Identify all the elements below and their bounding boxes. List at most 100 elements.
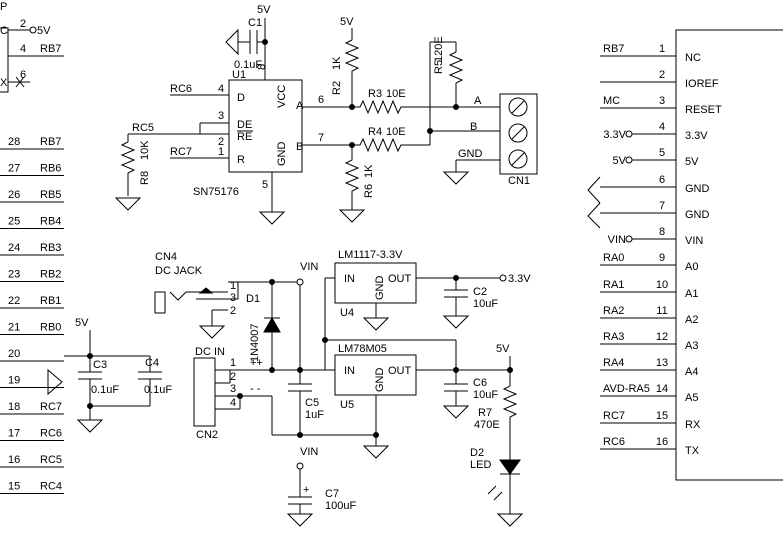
header-pin-net: 5V: [613, 155, 627, 167]
cn2-mark: - -: [250, 383, 261, 395]
ground-symbol: [199, 325, 225, 339]
header-pin-net: RA2: [603, 305, 624, 317]
net-port-circle: [625, 156, 633, 164]
header-pin-num: 4: [659, 121, 665, 133]
u1-pin-num: 7: [318, 132, 324, 144]
ground-symbol: [443, 171, 469, 185]
net-5v-label: 5V: [340, 16, 354, 28]
header-pin-name: 5V: [685, 156, 699, 168]
ground-symbol: [77, 419, 103, 433]
u4-part: LM1117-3.3V: [338, 249, 403, 261]
c7-ref: C7: [325, 488, 339, 500]
cn4-pin: 3: [230, 292, 236, 304]
r3-value: 10E: [386, 88, 406, 100]
u1-ref: U1: [232, 69, 246, 81]
mcu-pin-num: 18: [8, 401, 20, 413]
cn2-pin: 3: [230, 383, 236, 395]
c5-value: 1uF: [305, 409, 324, 421]
c7-value: 100uF: [325, 500, 356, 512]
mcu-pin-num: 22: [8, 295, 20, 307]
header-pin-name: RESET: [685, 104, 722, 116]
u1-pin-vcc: VCC: [276, 85, 288, 108]
mcu-pin-num: 2: [20, 18, 26, 30]
ground-symbol: [497, 513, 523, 527]
mcu-pin-num: 20: [8, 348, 20, 360]
header-pin-rows: 1NCRB72IOREF3RESETMC43.3V3.3V55V5V6GND7G…: [600, 43, 722, 457]
rs485-section: 5V C1 0.1uF 8 U1 SN75176 D DE RE R VCC G…: [115, 4, 538, 225]
header-pin-num: 14: [656, 383, 668, 395]
mcu-pin-net: RB1: [40, 295, 61, 307]
net-vin-label: VIN: [300, 261, 318, 273]
mcu-pin-net: RB7: [40, 43, 61, 55]
header-pin-net: RA0: [603, 252, 624, 264]
header-pin-net: RC7: [603, 410, 625, 422]
cn4-pin: 1: [230, 280, 236, 292]
mcu-pin-net: RC5: [40, 454, 62, 466]
c5-ref: C5: [305, 397, 319, 409]
net-5v-label: 5V: [257, 4, 271, 16]
header-pin-net: RA4: [603, 357, 624, 369]
c4-ref: C4: [145, 357, 159, 369]
u1-part: SN75176: [193, 186, 239, 198]
cn1-label-gnd: GND: [458, 148, 483, 160]
header-pin-name: A4: [685, 366, 698, 378]
c7-polarity: +: [303, 484, 309, 496]
header-pin-num: 15: [656, 410, 668, 422]
header-pin-num: 10: [656, 279, 668, 291]
r3-ref: R3: [368, 88, 382, 100]
u1-pin-num: 8: [256, 64, 268, 70]
mcu-pin-num: 4: [20, 43, 26, 55]
mcu-pin-num: 26: [8, 189, 20, 201]
mcu-pin-net: C: [0, 25, 8, 37]
header-pin-num: 2: [659, 69, 665, 81]
cn2-pin: 2: [230, 371, 236, 383]
header-pin-num: 5: [659, 147, 665, 159]
net-label: RC6: [170, 83, 192, 95]
u4-pin-gnd: GND: [374, 276, 386, 301]
header-pin-name: A5: [685, 392, 698, 404]
r7-ref: R7: [478, 407, 492, 419]
mcu-pin-net: RC6: [40, 428, 62, 440]
u1-pin-re: RE: [237, 131, 252, 143]
cn4-desc: DC JACK: [155, 265, 203, 277]
cn4-ref: CN4: [155, 251, 177, 263]
cn1-terminal-screw: [508, 97, 528, 169]
u1-ic-body: [228, 79, 303, 173]
ground-symbol: [287, 513, 313, 527]
header-pin-num: 13: [656, 357, 668, 369]
r2-ref: R2: [331, 81, 343, 95]
u1-pin-b: B: [296, 141, 303, 153]
u4-ref: U4: [340, 307, 354, 319]
mcu-pin-net: RB6: [40, 163, 61, 175]
header-pin-net: RA1: [603, 279, 624, 291]
u1-pin-num: 5: [262, 179, 268, 191]
ground-symbol: [259, 211, 285, 225]
u1-pin-d: D: [237, 92, 245, 104]
u4-pin-in: IN: [344, 273, 355, 285]
r4-value: 10E: [386, 126, 406, 138]
cn1-terminal-block: [499, 93, 538, 175]
c3-ref: C3: [93, 359, 107, 371]
header-pin-name: A3: [685, 340, 698, 352]
cn2-desc: DC IN: [195, 346, 225, 358]
u4-pin-out: OUT: [388, 273, 412, 285]
c2-ref: C2: [473, 286, 487, 298]
mcu-pin-num: 17: [8, 428, 20, 440]
net-5v-label: 5V: [37, 25, 51, 37]
ground-symbol: [339, 209, 365, 223]
c2-value: 10uF: [473, 298, 498, 310]
r5-ref: R5: [433, 60, 445, 74]
c1-value: 0.1uF: [234, 59, 262, 71]
c3-value: 0.1uF: [91, 384, 119, 396]
mcu-pin-num: 19: [8, 375, 20, 387]
header-pin-name: A1: [685, 288, 698, 300]
r8-ref: R8: [139, 171, 151, 185]
cn2-ref: CN2: [196, 429, 218, 441]
d1-ref: D1: [246, 293, 260, 305]
mcu-pin-net: RC7: [40, 401, 62, 413]
u1-pin-r: R: [237, 154, 245, 166]
cn4-pin: 2: [230, 305, 236, 317]
mcu-pin-num: 24: [8, 242, 20, 254]
